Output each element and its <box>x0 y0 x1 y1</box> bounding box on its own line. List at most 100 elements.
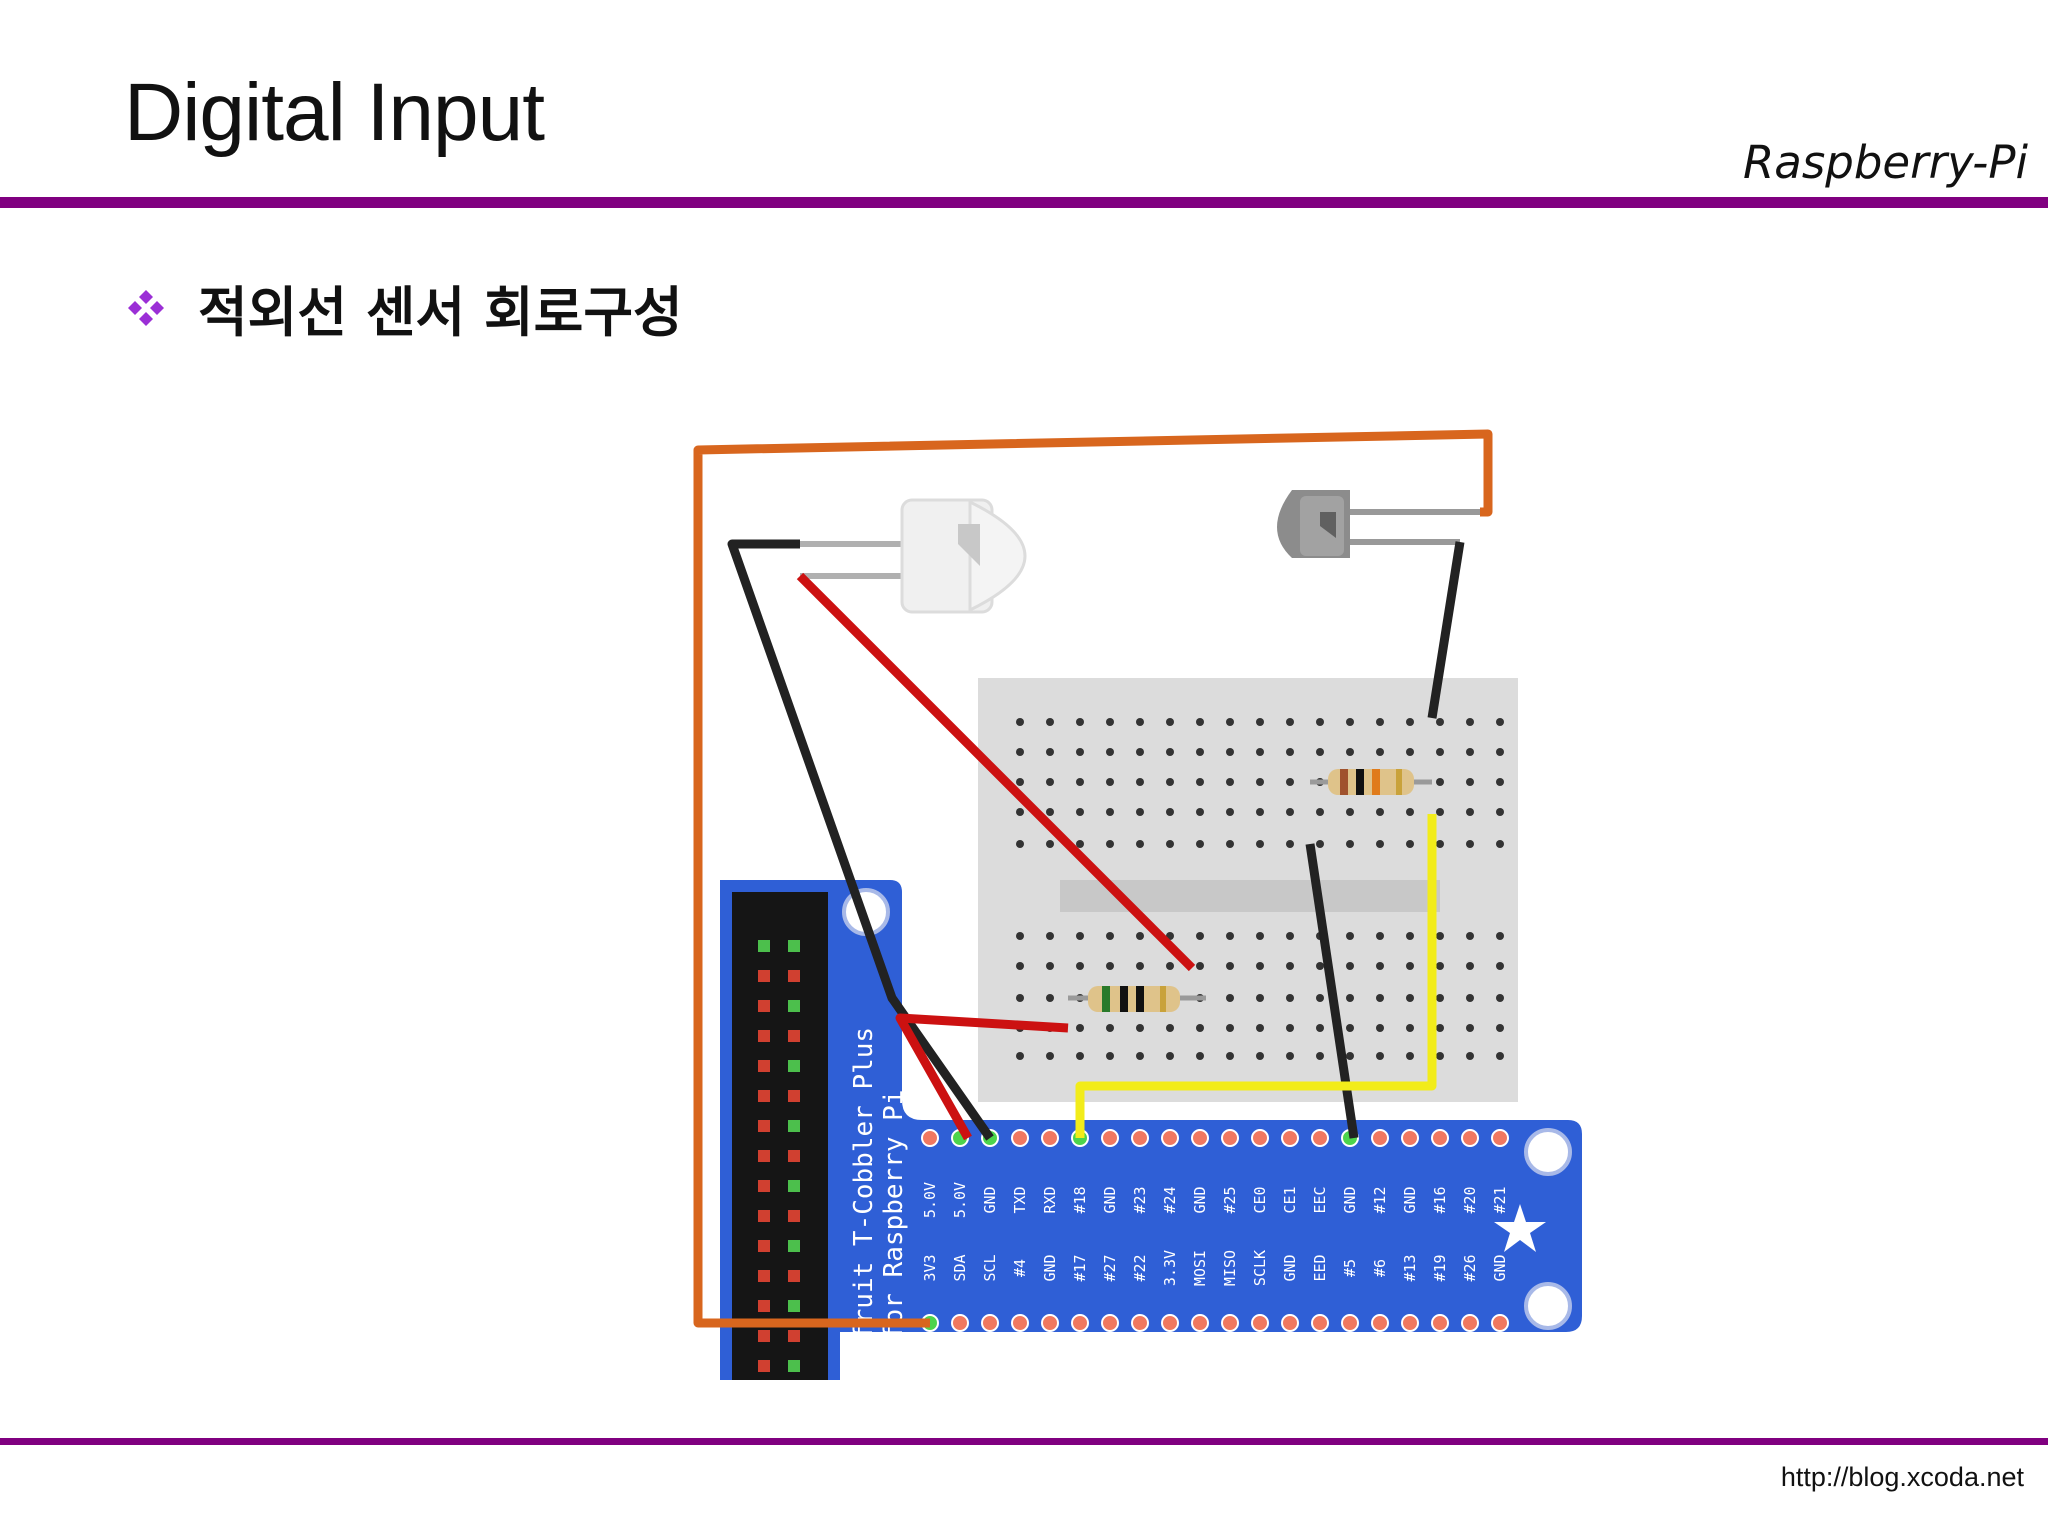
breadboard-hole <box>1076 778 1084 786</box>
breadboard-hole <box>1196 840 1204 848</box>
pin-label: SCL <box>981 1254 999 1281</box>
breadboard-hole <box>1436 748 1444 756</box>
breadboard-hole <box>1496 962 1504 970</box>
breadboard-hole <box>1076 808 1084 816</box>
pin-label: #19 <box>1431 1254 1449 1281</box>
header-pin <box>758 1240 770 1252</box>
pin-label: CE0 <box>1251 1186 1269 1213</box>
header-pin <box>788 1210 800 1222</box>
cobbler-pin <box>1221 1314 1239 1332</box>
wire-black-receiver <box>1427 541 1465 719</box>
breadboard-hole <box>1346 840 1354 848</box>
breadboard-hole <box>1046 718 1054 726</box>
breadboard-hole <box>1166 1052 1174 1060</box>
cobbler-pin <box>1491 1129 1509 1147</box>
header-pin <box>788 1180 800 1192</box>
breadboard-hole <box>1046 962 1054 970</box>
breadboard-hole <box>1436 932 1444 940</box>
breadboard-hole <box>1406 1024 1414 1032</box>
wire-yellow-signal <box>1075 814 1437 1138</box>
header-pin <box>788 1150 800 1162</box>
pi-header <box>732 892 828 1380</box>
cobbler-pin <box>1491 1314 1509 1332</box>
breadboard-hole <box>1076 962 1084 970</box>
breadboard-hole <box>1196 808 1204 816</box>
pin-label: #4 <box>1011 1259 1029 1277</box>
header-pin <box>788 1240 800 1252</box>
breadboard-hole <box>1226 778 1234 786</box>
breadboard-hole <box>1076 1024 1084 1032</box>
breadboard-hole <box>1256 994 1264 1002</box>
breadboard-hole <box>1466 748 1474 756</box>
breadboard-hole <box>1286 718 1294 726</box>
pin-label: RXD <box>1041 1186 1059 1213</box>
breadboard-hole <box>1346 994 1354 1002</box>
breadboard-hole <box>1406 962 1414 970</box>
board-name-line1: fruit T-Cobbler Plus <box>849 1027 879 1340</box>
pin-label: CE1 <box>1281 1186 1299 1213</box>
breadboard-hole <box>1106 840 1114 848</box>
pin-label: 5.0V <box>951 1182 969 1218</box>
header-pin <box>788 1270 800 1282</box>
breadboard-hole <box>1316 808 1324 816</box>
ir-receiver <box>1277 490 1480 558</box>
breadboard-hole <box>1256 1052 1264 1060</box>
breadboard-hole <box>1346 748 1354 756</box>
header-pin <box>758 1330 770 1342</box>
breadboard-hole <box>1256 840 1264 848</box>
breadboard-hole <box>1346 1024 1354 1032</box>
breadboard-hole <box>1226 748 1234 756</box>
breadboard-hole <box>1016 932 1024 940</box>
pin-label: GND <box>1191 1186 1209 1213</box>
header-pin <box>758 1270 770 1282</box>
breadboard-hole <box>1406 1052 1414 1060</box>
breadboard-hole <box>1286 962 1294 970</box>
pin-label: #26 <box>1461 1254 1479 1281</box>
breadboard-hole <box>1316 718 1324 726</box>
header-pin <box>758 1090 770 1102</box>
cobbler-pin <box>1101 1314 1119 1332</box>
cobbler-pin <box>1311 1314 1329 1332</box>
pin-label: 5.0V <box>921 1182 939 1218</box>
pi-header-pins <box>758 940 800 1372</box>
breadboard-hole <box>1316 994 1324 1002</box>
breadboard-hole <box>1286 1052 1294 1060</box>
header-pin <box>758 1360 770 1372</box>
header-pin <box>788 1000 800 1012</box>
pin-label: GND <box>1101 1186 1119 1213</box>
breadboard-hole <box>1436 962 1444 970</box>
cobbler-pin <box>1161 1314 1179 1332</box>
breadboard-hole <box>1046 994 1054 1002</box>
breadboard-hole <box>1436 808 1444 816</box>
breadboard-hole <box>1196 932 1204 940</box>
pin-label: #21 <box>1491 1186 1509 1213</box>
breadboard-hole <box>1496 840 1504 848</box>
breadboard-hole <box>1016 840 1024 848</box>
wire-red-led <box>796 572 1196 972</box>
breadboard-hole <box>1016 1052 1024 1060</box>
pin-label: GND <box>1041 1254 1059 1281</box>
cobbler-board <box>840 880 1582 1332</box>
wire-orange <box>693 429 1493 1328</box>
circuit-diagram: fruit T-Cobbler Plus for Raspberry Pi 5.… <box>693 429 1582 1380</box>
header-pin <box>758 1060 770 1072</box>
cobbler-pin <box>1191 1314 1209 1332</box>
header-pin <box>758 1030 770 1042</box>
breadboard-hole <box>1256 748 1264 756</box>
cobbler-pin <box>921 1129 939 1147</box>
wire-black-led <box>727 539 994 1141</box>
header-pin <box>788 1330 800 1342</box>
mount-hole <box>1524 1282 1572 1330</box>
breadboard-hole <box>1196 748 1204 756</box>
breadboard-hole <box>1256 778 1264 786</box>
breadboard-hole <box>1376 1052 1384 1060</box>
header-pin <box>758 1210 770 1222</box>
breadboard-hole <box>1256 808 1264 816</box>
pin-label: #20 <box>1461 1186 1479 1213</box>
wire-red-power <box>895 1013 1069 1141</box>
breadboard-hole <box>1376 932 1384 940</box>
diamond-bullet-icon <box>128 289 164 326</box>
breadboard-hole <box>1286 840 1294 848</box>
breadboard-hole <box>1196 778 1204 786</box>
header-pin <box>758 1180 770 1192</box>
